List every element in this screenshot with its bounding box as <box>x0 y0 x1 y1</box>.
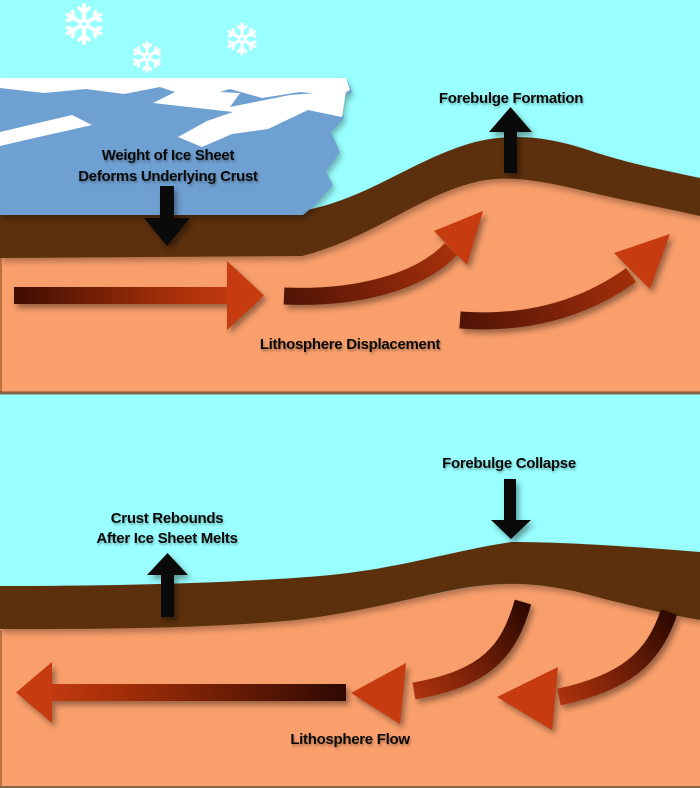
lithosphere-curve-up-arrow-2 <box>459 234 670 330</box>
ice-sheet-streak <box>0 115 92 146</box>
arrow-shaft <box>50 684 346 701</box>
arrow-shaft <box>412 599 532 700</box>
panel-divider <box>0 391 700 395</box>
forebulge-up-arrow <box>489 107 532 173</box>
label-lithosphere-displacement: Lithosphere Displacement <box>260 336 441 353</box>
arrow-shaft <box>504 129 517 173</box>
ice-sheet <box>0 78 352 215</box>
collapse-down-arrow <box>491 479 531 539</box>
lithosphere-curve-up-arrow-1 <box>283 211 483 305</box>
panel-forebulge-collapse: Crust Rebounds After Ice Sheet Melts For… <box>0 394 700 788</box>
arrow-head <box>227 261 264 330</box>
label-forebulge-formation: Forebulge Formation <box>439 90 583 107</box>
label-forebulge-collapse: Forebulge Collapse <box>442 455 576 472</box>
arrow-head <box>614 234 670 289</box>
arrow-shaft <box>160 186 174 220</box>
lithosphere-curve-down-arrow-1 <box>351 599 532 724</box>
label-rebound-line1: Crust Rebounds <box>111 510 223 527</box>
ice-weight-down-arrow <box>144 186 190 246</box>
lithosphere-curve-down-arrow-2 <box>497 609 678 730</box>
arrow-shaft <box>283 242 458 305</box>
arrow-head <box>351 663 406 724</box>
arrow-head <box>147 553 188 575</box>
arrow-shaft <box>14 287 227 304</box>
arrow-shaft <box>459 268 636 330</box>
arrow-shaft <box>557 609 678 706</box>
label-ice-weight-line2: Deforms Underlying Crust <box>78 168 258 185</box>
label-rebound-line2: After Ice Sheet Melts <box>96 530 237 547</box>
arrow-shaft <box>504 479 516 522</box>
rebound-up-arrow <box>147 553 188 617</box>
arrow-head <box>16 662 52 723</box>
arrow-head <box>489 107 532 132</box>
arrow-head <box>497 667 558 730</box>
arrow-head <box>434 211 483 265</box>
arrow-shaft <box>161 573 174 617</box>
arrow-head <box>491 520 531 539</box>
crust-layer-bottom <box>0 542 700 629</box>
label-lithosphere-flow: Lithosphere Flow <box>290 731 410 748</box>
lithosphere-right-arrow <box>14 261 264 330</box>
panel-bottom-edge <box>0 786 700 788</box>
panel-left-edge <box>0 258 2 392</box>
ice-sheet-cap <box>0 78 350 99</box>
lithosphere-left-arrow <box>16 662 346 723</box>
label-ice-weight-line1: Weight of Ice Sheet <box>102 147 235 164</box>
panel-forebulge-formation: Weight of Ice Sheet Deforms Underlying C… <box>0 0 700 395</box>
lithosphere-layer-bottom <box>0 583 700 786</box>
ice-sheet-crevasse <box>153 90 346 147</box>
arrow-head <box>144 218 190 246</box>
panel-left-edge <box>0 630 2 786</box>
